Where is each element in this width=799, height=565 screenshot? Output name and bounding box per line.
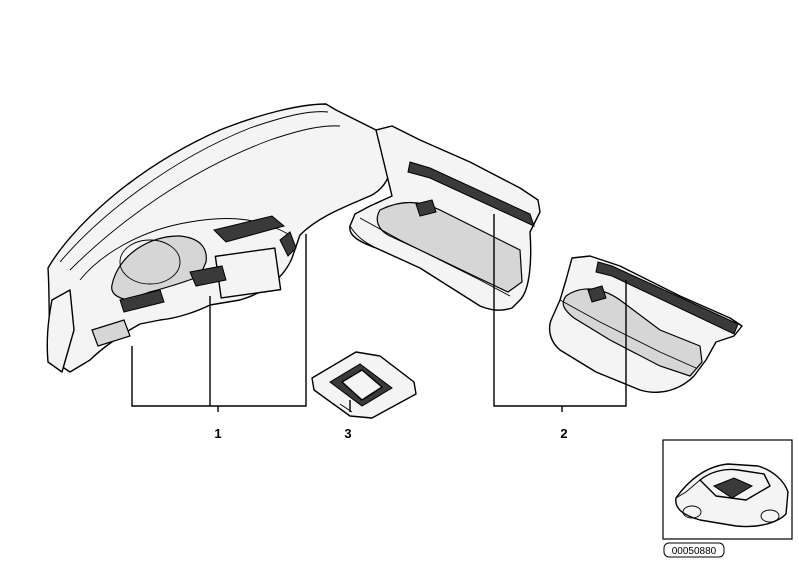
callout-2: 2: [560, 426, 567, 441]
reference-number-box: 00050880: [663, 542, 725, 558]
callout-3: 3: [344, 426, 351, 441]
callout-1: 1: [214, 426, 221, 441]
reference-number: 00050880: [672, 546, 717, 557]
console-trim-illustration: [311, 351, 417, 419]
leader-2: [493, 214, 627, 407]
thumbnail-car-inset: [662, 439, 793, 540]
leader-1: [131, 234, 307, 407]
leader-lines: [131, 214, 627, 412]
front-door-panel-illustration: [349, 125, 541, 311]
dashboard-illustration: [46, 103, 394, 373]
rear-door-panel-illustration: [548, 255, 743, 394]
